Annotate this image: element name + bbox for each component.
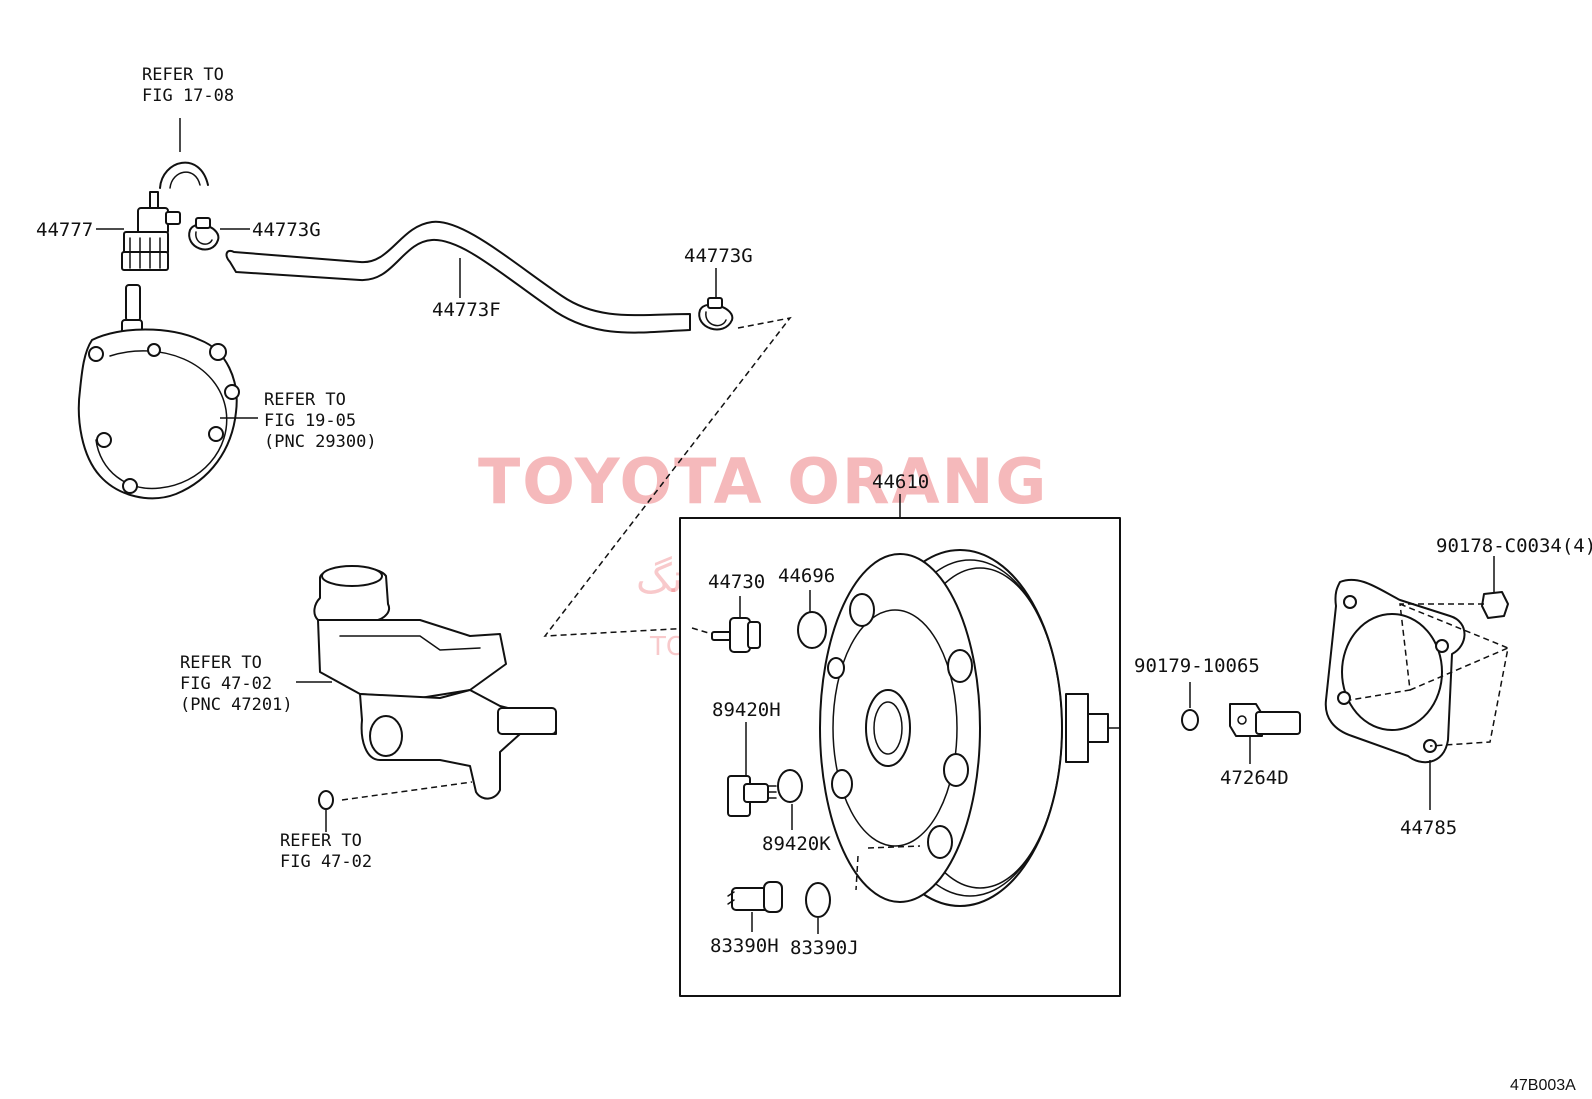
figure-code: 47B003A bbox=[1510, 1077, 1576, 1094]
label-44773g-upper: 44773G bbox=[252, 219, 321, 241]
reference-fig-47-02-cap: REFER TO FIG 47-02 bbox=[280, 831, 372, 872]
connection-dash bbox=[543, 316, 792, 637]
label-44777: 44777 bbox=[36, 219, 93, 241]
grommet-83390j bbox=[805, 882, 831, 934]
label-44773g-lower: 44773G bbox=[684, 245, 753, 267]
reference-line: (PNC 47201) bbox=[180, 695, 293, 715]
sensor-89420h bbox=[727, 722, 777, 817]
reference-line: FIG 47-02 bbox=[280, 852, 372, 872]
reference-fig-19-05: REFER TO FIG 19-05 (PNC 29300) bbox=[264, 390, 377, 452]
reference-line: (PNC 29300) bbox=[264, 432, 377, 452]
reference-line: REFER TO bbox=[142, 65, 224, 85]
clevis-47264d bbox=[1229, 703, 1301, 764]
hose-clamp-upper bbox=[188, 217, 250, 251]
vacuum-pump bbox=[77, 328, 258, 500]
label-83390j: 83390J bbox=[790, 937, 859, 959]
check-valve-44730 bbox=[691, 596, 761, 653]
grommet-44696 bbox=[797, 590, 827, 649]
label-47264d: 47264D bbox=[1220, 767, 1289, 789]
gasket-44785 bbox=[1324, 578, 1509, 810]
label-44785: 44785 bbox=[1400, 817, 1457, 839]
nut-90178-c0034 bbox=[1481, 556, 1509, 619]
label-44773f: 44773F bbox=[432, 299, 501, 321]
reference-line: REFER TO bbox=[264, 390, 346, 410]
vacuum-hose-44773f bbox=[225, 220, 691, 334]
reference-line: REFER TO bbox=[280, 831, 362, 851]
nut-90179-10065 bbox=[1181, 682, 1199, 731]
switch-83390h bbox=[727, 881, 783, 932]
check-valve-44777 bbox=[96, 191, 181, 345]
upper-hose-bend bbox=[159, 118, 209, 189]
reference-line: FIG 47-02 bbox=[180, 674, 272, 694]
label-44610: 44610 bbox=[872, 471, 929, 493]
watermark-title: TOYOTA ORANG bbox=[478, 445, 1048, 518]
label-44696: 44696 bbox=[778, 565, 835, 587]
label-89420k: 89420K bbox=[762, 833, 831, 855]
reference-fig-17-08: REFER TO FIG 17-08 bbox=[142, 65, 234, 106]
label-90178-c0034: 90178-C0034(4) bbox=[1436, 535, 1592, 557]
reference-line: REFER TO bbox=[180, 653, 262, 673]
grommet-89420k bbox=[777, 769, 803, 830]
hose-clamp-lower bbox=[698, 268, 734, 331]
reference-fig-47-02-master: REFER TO FIG 47-02 (PNC 47201) bbox=[180, 653, 293, 715]
label-90179-10065: 90179-10065 bbox=[1134, 655, 1260, 677]
brake-booster bbox=[819, 549, 1121, 907]
master-cylinder-cap bbox=[318, 781, 473, 832]
label-89420h: 89420H bbox=[712, 699, 781, 721]
label-83390h: 83390H bbox=[710, 935, 779, 957]
label-44730: 44730 bbox=[708, 571, 765, 593]
reference-line: FIG 19-05 bbox=[264, 411, 356, 431]
master-cylinder bbox=[296, 565, 557, 800]
reference-line: FIG 17-08 bbox=[142, 86, 234, 106]
